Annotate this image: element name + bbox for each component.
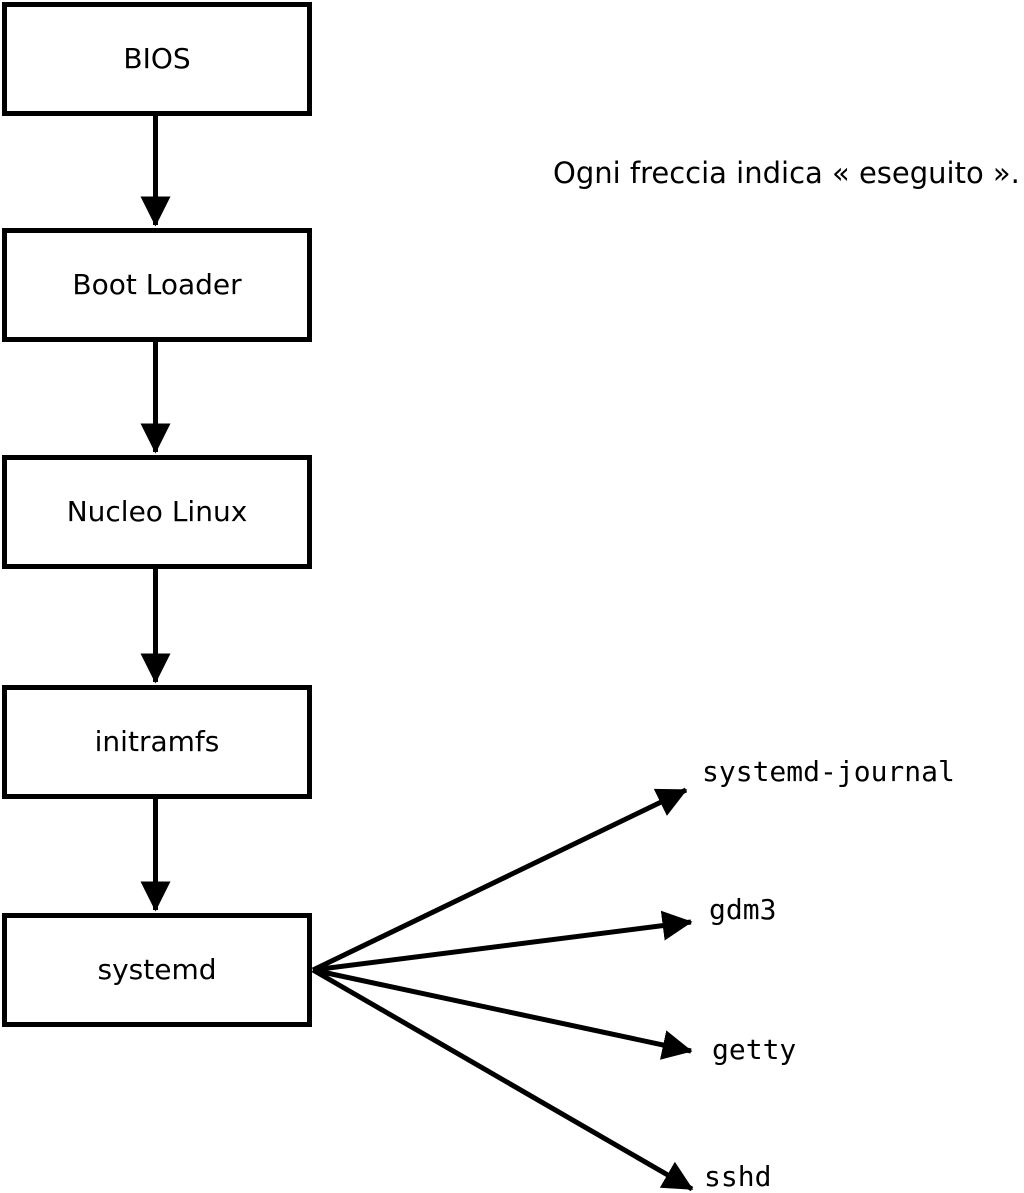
label-systemd-journal: systemd-journal [702, 755, 955, 788]
node-initramfs-label: initramfs [94, 725, 220, 758]
node-initramfs: initramfs [2, 685, 312, 799]
annotation-legend: Ogni freccia indica « eseguito ». [553, 156, 1020, 190]
arrow-systemd-to-getty [312, 967, 693, 1060]
arrow-systemd-to-gdm3 [312, 910, 693, 973]
node-bios: BIOS [2, 2, 312, 116]
node-systemd-label: systemd [97, 953, 217, 986]
label-gdm3: gdm3 [709, 893, 777, 926]
node-nucleo-linux: Nucleo Linux [2, 455, 312, 569]
label-getty: getty [712, 1033, 797, 1066]
node-bios-label: BIOS [123, 42, 191, 75]
label-sshd: sshd [704, 1160, 772, 1193]
node-systemd: systemd [2, 913, 312, 1027]
arrow-systemd-to-sshd [311, 967, 694, 1192]
node-boot-loader: Boot Loader [2, 228, 312, 342]
node-nucleo-linux-label: Nucleo Linux [66, 495, 248, 528]
arrow-systemd-to-journal [311, 787, 688, 973]
node-boot-loader-label: Boot Loader [72, 268, 242, 301]
